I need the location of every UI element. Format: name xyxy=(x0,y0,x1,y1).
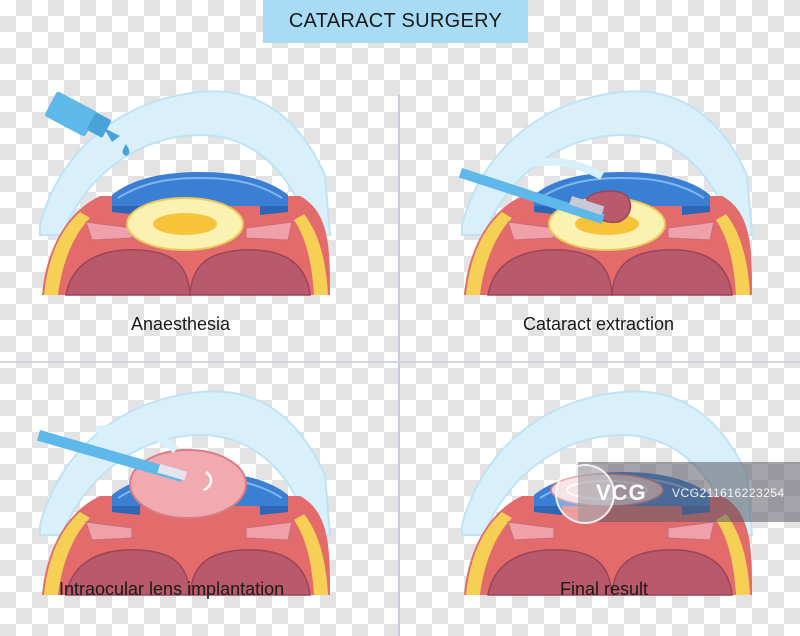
panel-cataract-extraction: Cataract extraction xyxy=(422,0,800,334)
watermark: VCG VCG211616223254 xyxy=(540,462,800,524)
divider-vertical xyxy=(398,95,400,636)
watermark-id: VCG211616223254 xyxy=(672,486,785,500)
panel-final-result: Final result xyxy=(422,300,800,600)
extraction-illustration xyxy=(458,90,753,296)
divider-horizontal xyxy=(0,361,800,363)
injector-tool xyxy=(36,424,187,482)
panel-anaesthesia: Anaesthesia xyxy=(0,0,400,334)
title-banner: CATARACT SURGERY xyxy=(263,0,528,43)
watermark-logo: VCG xyxy=(596,480,647,505)
caption-cataract-extraction: Cataract extraction xyxy=(523,314,675,334)
watermark-band xyxy=(578,462,800,522)
watermark-logo-icon xyxy=(555,464,615,524)
final-result-illustration xyxy=(461,390,753,596)
caption-lens-implantation: Intraocular lens implantation xyxy=(59,579,285,599)
implantation-illustration xyxy=(36,390,331,596)
page-title: CATARACT SURGERY xyxy=(288,10,503,32)
eye-drop-bottle xyxy=(45,91,130,156)
panel-lens-implantation: Intraocular lens implantation xyxy=(0,300,400,600)
anaesthesia-illustration xyxy=(39,90,331,296)
phaco-probe xyxy=(458,157,605,224)
caption-final-result: Final result xyxy=(560,579,649,599)
caption-anaesthesia: Anaesthesia xyxy=(131,314,231,334)
